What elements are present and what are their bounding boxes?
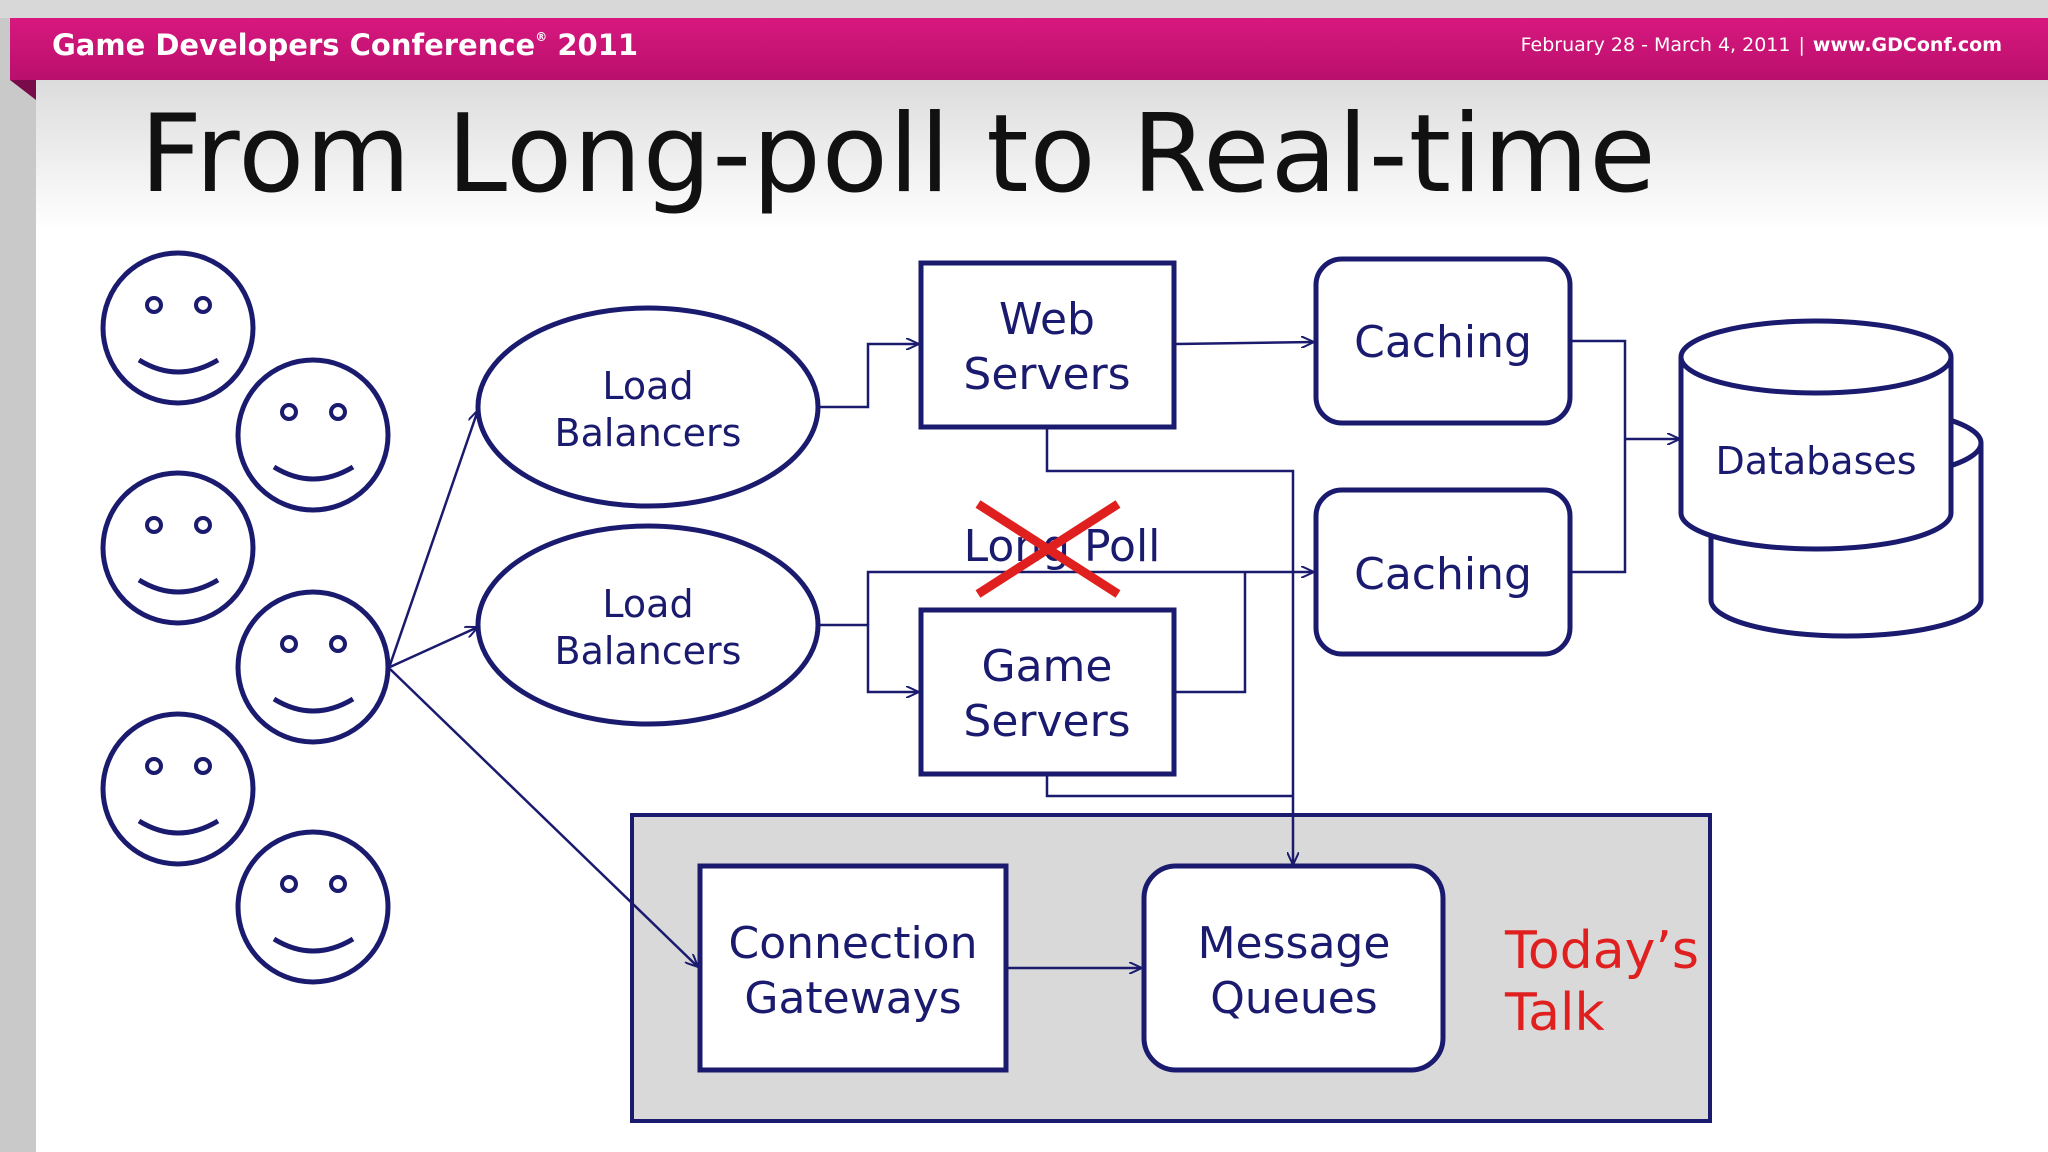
- conference-name-text: Game Developers Conference: [52, 28, 536, 62]
- diagram-connectors: [388, 339, 1680, 968]
- arrow-long-poll-to-caching-2: [866, 572, 1314, 625]
- message-queues-label-line2: Queues: [1210, 973, 1377, 1024]
- arrow-users-to-load-balancer-1: [388, 410, 478, 666]
- arrow-web-to-message-queues: [1045, 428, 1293, 865]
- web-servers-box: [918, 260, 1177, 430]
- databases-label: Databases: [1715, 439, 1916, 483]
- cross-out-icon: [975, 500, 1121, 598]
- load-balancer-2: [475, 523, 821, 727]
- banner-fold: [10, 80, 36, 100]
- message-queues-box: [1141, 863, 1446, 1073]
- user-smiley-icon: [100, 470, 256, 626]
- caching-1-label: Caching: [1354, 317, 1532, 368]
- conference-dates: February 28 - March 4, 2011: [1520, 34, 1791, 56]
- databases-icon: [1678, 318, 1984, 639]
- user-smiley-icon: [235, 829, 391, 985]
- line-caching-merge: [1572, 339, 1627, 574]
- arrow-users-to-load-balancer-2: [389, 625, 478, 669]
- arrow-web-to-caching-1: [1175, 342, 1314, 344]
- arrow-users-to-connection-gateways: [389, 668, 698, 967]
- conference-year: 2011: [557, 28, 639, 62]
- caching-2-box: [1313, 487, 1573, 657]
- left-edge-strip: [0, 0, 36, 1152]
- line-game-to-caching-2: [1176, 572, 1247, 694]
- game-servers-box: [918, 607, 1177, 777]
- game-servers-label-line2: Servers: [963, 696, 1130, 747]
- load-balancer-1-label-line1: Load: [602, 364, 693, 408]
- conference-url: www.GDConf.com: [1812, 34, 2002, 56]
- connection-gateways-box: [697, 863, 1009, 1073]
- long-poll-label: Long Poll: [964, 521, 1161, 572]
- user-smiley-icon: [100, 711, 256, 867]
- top-edge-strip: [0, 0, 2048, 18]
- conference-name: Game Developers Conference® 2011: [52, 28, 638, 62]
- connection-gateways-label-line1: Connection: [729, 918, 978, 969]
- load-balancer-2-label-line2: Balancers: [555, 629, 742, 673]
- message-queues-label-line1: Message: [1198, 918, 1391, 969]
- todays-talk-label-line2: Talk: [1504, 983, 1605, 1043]
- registered-mark: ®: [535, 30, 548, 44]
- arrow-lb1-to-web-servers: [818, 344, 919, 409]
- slide-title: From Long-poll to Real-time: [140, 92, 1657, 217]
- web-servers-label-line2: Servers: [963, 349, 1130, 400]
- caching-2-label: Caching: [1354, 549, 1532, 600]
- load-balancer-1: [475, 305, 821, 509]
- conference-banner: [10, 18, 2048, 80]
- conference-meta: February 28 - March 4, 2011 | www.GDConf.c…: [1521, 34, 2002, 56]
- arrow-lb2-to-game-servers: [818, 623, 919, 692]
- todays-talk-label-line1: Today’s: [1504, 921, 1699, 981]
- caching-1-box: [1313, 256, 1573, 426]
- web-servers-label-line1: Web: [999, 294, 1095, 345]
- user-smiley-icon: [235, 357, 391, 513]
- connection-gateways-label-line2: Gateways: [744, 973, 961, 1024]
- line-game-to-message-queues: [1045, 775, 1293, 798]
- user-smiley-icon: [235, 589, 391, 745]
- title-shade: [36, 80, 2048, 230]
- game-servers-label-line1: Game: [982, 641, 1113, 692]
- user-smiley-icon: [100, 250, 256, 406]
- load-balancer-2-label-line1: Load: [602, 582, 693, 626]
- load-balancer-1-label-line2: Balancers: [555, 411, 742, 455]
- meta-separator: |: [1798, 34, 1805, 56]
